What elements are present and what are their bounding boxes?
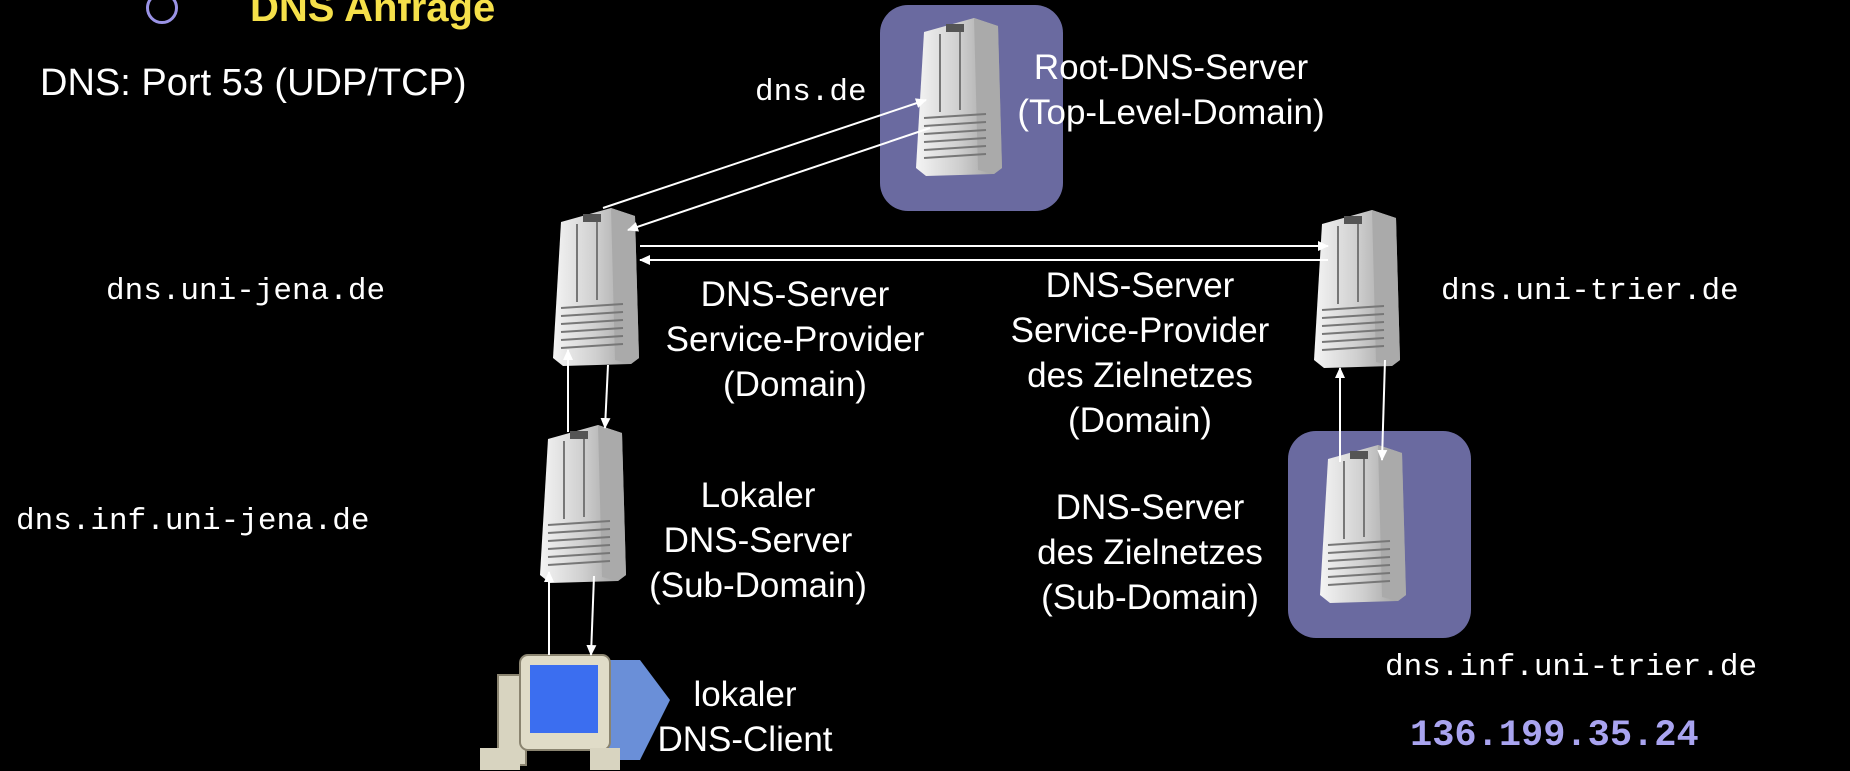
- provider-server-label: DNS-Server Service-Provider (Domain): [650, 272, 940, 407]
- client-label: lokaler DNS-Client: [640, 672, 850, 762]
- host-uni-jena: dns.uni-jena.de: [106, 274, 386, 309]
- provider-target-label-line: Service-Provider: [1010, 311, 1270, 350]
- inf-uni-jena-server-icon: [539, 424, 627, 584]
- root-server-icon: [915, 17, 1003, 177]
- ip-address: 136.199.35.24: [1410, 715, 1699, 757]
- provider-label-line: (Domain): [723, 365, 867, 404]
- port-text: DNS: Port 53 (UDP/TCP): [40, 62, 467, 104]
- slide-title: DNS Anfrage: [250, 0, 496, 30]
- bullet-circle-icon: [146, 0, 178, 24]
- client-label-line: DNS-Client: [657, 720, 833, 759]
- local-label-line: Lokaler: [700, 476, 816, 515]
- target-sub-label-line: des Zielnetzes: [1037, 533, 1263, 572]
- target-sub-label-line: (Sub-Domain): [1041, 578, 1259, 617]
- root-label-line: (Top-Level-Domain): [1017, 93, 1325, 132]
- root-server-label: Root-DNS-Server (Top-Level-Domain): [1006, 45, 1336, 135]
- provider-target-server-label: DNS-Server Service-Provider des Zielnetz…: [985, 263, 1295, 443]
- uni-jena-server-icon: [552, 207, 640, 367]
- provider-target-label-line: DNS-Server: [1045, 266, 1235, 305]
- provider-target-label-line: des Zielnetzes: [1027, 356, 1253, 395]
- client-label-line: lokaler: [693, 675, 797, 714]
- host-root: dns.de: [755, 75, 867, 110]
- target-sub-server-label: DNS-Server des Zielnetzes (Sub-Domain): [1015, 485, 1285, 620]
- inf-uni-trier-server-icon: [1319, 444, 1407, 604]
- uni-trier-server-icon: [1313, 209, 1401, 369]
- host-inf-uni-trier: dns.inf.uni-trier.de: [1385, 650, 1758, 685]
- dns-query-arrows: [544, 98, 1388, 656]
- client-computer-icon: [480, 654, 670, 770]
- provider-label-line: DNS-Server: [700, 275, 890, 314]
- local-server-label: Lokaler DNS-Server (Sub-Domain): [618, 473, 898, 608]
- local-label-line: (Sub-Domain): [649, 566, 867, 605]
- host-inf-uni-jena: dns.inf.uni-jena.de: [16, 504, 370, 539]
- host-uni-trier: dns.uni-trier.de: [1441, 274, 1739, 309]
- target-sub-label-line: DNS-Server: [1055, 488, 1245, 527]
- provider-target-label-line: (Domain): [1068, 401, 1212, 440]
- local-label-line: DNS-Server: [663, 521, 853, 560]
- root-label-line: Root-DNS-Server: [1033, 48, 1309, 87]
- provider-label-line: Service-Provider: [665, 320, 925, 359]
